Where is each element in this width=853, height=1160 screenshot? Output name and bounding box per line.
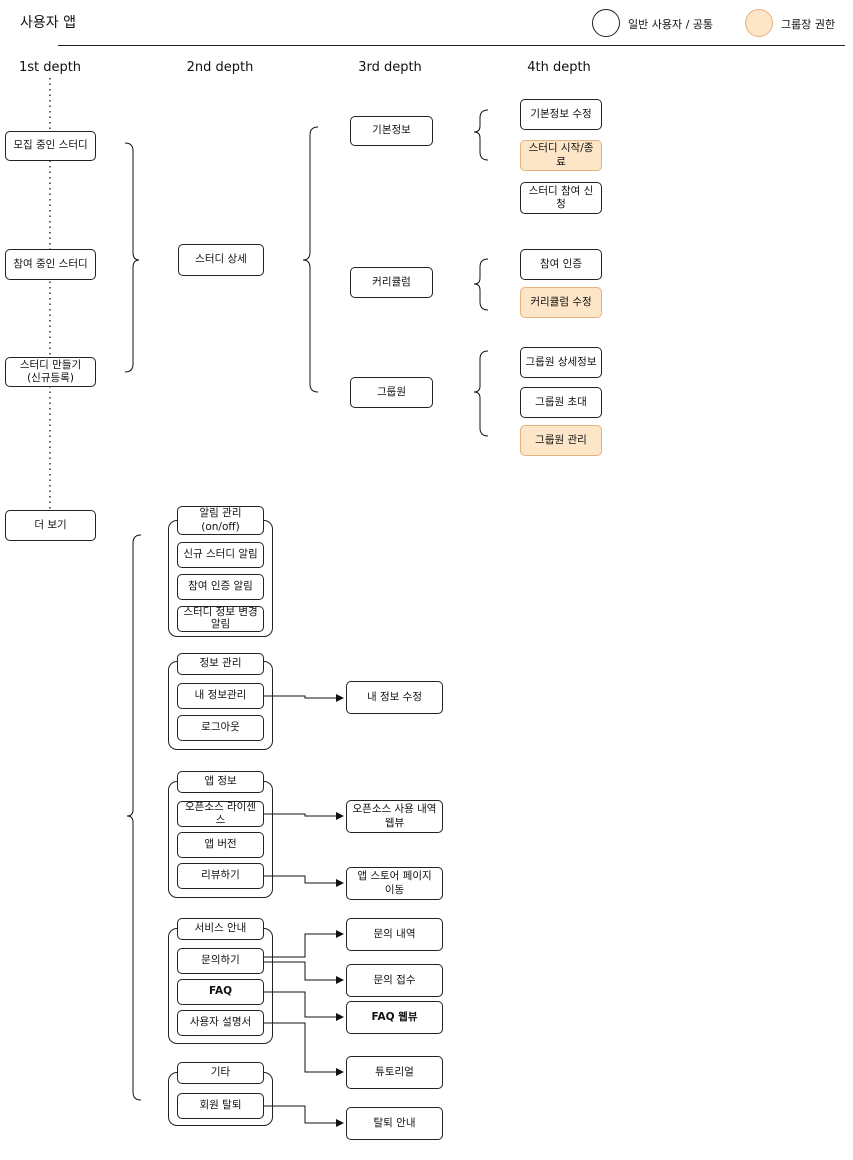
node-withdraw: 회원 탈퇴 [177, 1093, 264, 1119]
node-study-change-alert: 스터디 정보 변경 알림 [177, 606, 264, 632]
node-member-invite: 그룹원 초대 [520, 387, 602, 418]
node-basic-info: 기본정보 [350, 116, 433, 146]
node-my-info: 내 정보관리 [177, 683, 264, 709]
column-header-4: 4th depth [527, 60, 591, 75]
brace-basic-info [473, 109, 489, 161]
node-store-page: 앱 스토어 페이지 이동 [346, 867, 443, 900]
legend-common-swatch [592, 9, 620, 37]
node-participation-proof: 참여 인증 [520, 249, 602, 280]
node-inquiry: 문의하기 [177, 948, 264, 974]
node-review: 리뷰하기 [177, 863, 264, 889]
brace-depth1 [124, 142, 140, 373]
arrow-my-info [264, 694, 344, 702]
node-curriculum: 커리큘럼 [350, 267, 433, 298]
node-user-manual: 사용자 설명서 [177, 1010, 264, 1036]
group-info-mgmt-title: 정보 관리 [177, 653, 264, 675]
group-app-info-title: 앱 정보 [177, 771, 264, 793]
group-etc-title: 기타 [177, 1062, 264, 1084]
node-participating-study: 참여 중인 스터디 [5, 249, 96, 280]
node-edit-curriculum: 커리큘럼 수정 [520, 287, 602, 318]
node-create-study: 스터디 만들기 (신규등록) [5, 357, 96, 387]
node-members: 그룹원 [350, 377, 433, 408]
column-header-1: 1st depth [18, 60, 82, 75]
brace-depth2 [302, 126, 319, 393]
arrow-inquiry-history [264, 930, 344, 958]
legend-owner-label: 그룹장 권한 [781, 18, 836, 31]
node-proof-alert: 참여 인증 알림 [177, 574, 264, 600]
brace-curriculum [473, 258, 489, 311]
node-more: 더 보기 [5, 510, 96, 541]
node-faq: FAQ [177, 979, 264, 1005]
node-study-start-end: 스터디 시작/종료 [520, 140, 602, 171]
legend-common-label: 일반 사용자 / 공통 [628, 18, 714, 31]
arrow-tutorial [264, 1022, 344, 1076]
column-header-2: 2nd depth [186, 60, 254, 75]
group-notifications-title: 알림 관리 (on/off) [177, 506, 264, 535]
arrow-withdraw [264, 1105, 344, 1127]
node-edit-my-info: 내 정보 수정 [346, 681, 443, 714]
node-join-request: 스터디 참여 신청 [520, 182, 602, 214]
node-new-study-alert: 신규 스터디 알림 [177, 542, 264, 568]
node-withdraw-info: 탈퇴 안내 [346, 1107, 443, 1140]
brace-more [126, 534, 142, 1101]
group-service-title: 서비스 안내 [177, 918, 264, 940]
legend-owner-swatch [745, 9, 773, 37]
arrow-faq [264, 991, 344, 1021]
node-faq-webview: FAQ 웹뷰 [346, 1001, 443, 1034]
node-member-manage: 그룹원 관리 [520, 425, 602, 456]
node-member-detail: 그룹원 상세정보 [520, 347, 602, 378]
brace-members [473, 350, 489, 437]
node-opensource-webview: 오픈소스 사용 내역 웹뷰 [346, 800, 443, 833]
header-divider [58, 45, 845, 46]
node-inquiry-history: 문의 내역 [346, 918, 443, 951]
node-inquiry-submit: 문의 접수 [346, 964, 443, 997]
node-edit-basic-info: 기본정보 수정 [520, 99, 602, 130]
arrow-opensource [264, 812, 344, 820]
node-tutorial: 튜토리얼 [346, 1056, 443, 1089]
node-app-version: 앱 버전 [177, 832, 264, 858]
node-recruiting-study: 모집 중인 스터디 [5, 131, 96, 161]
arrow-inquiry-submit [264, 961, 344, 984]
node-opensource-license: 오픈소스 라이센스 [177, 801, 264, 827]
node-study-detail: 스터디 상세 [178, 244, 264, 276]
page-title: 사용자 앱 [20, 15, 76, 31]
column-header-3: 3rd depth [358, 60, 422, 75]
node-logout: 로그아웃 [177, 715, 264, 741]
arrow-review [264, 875, 344, 887]
